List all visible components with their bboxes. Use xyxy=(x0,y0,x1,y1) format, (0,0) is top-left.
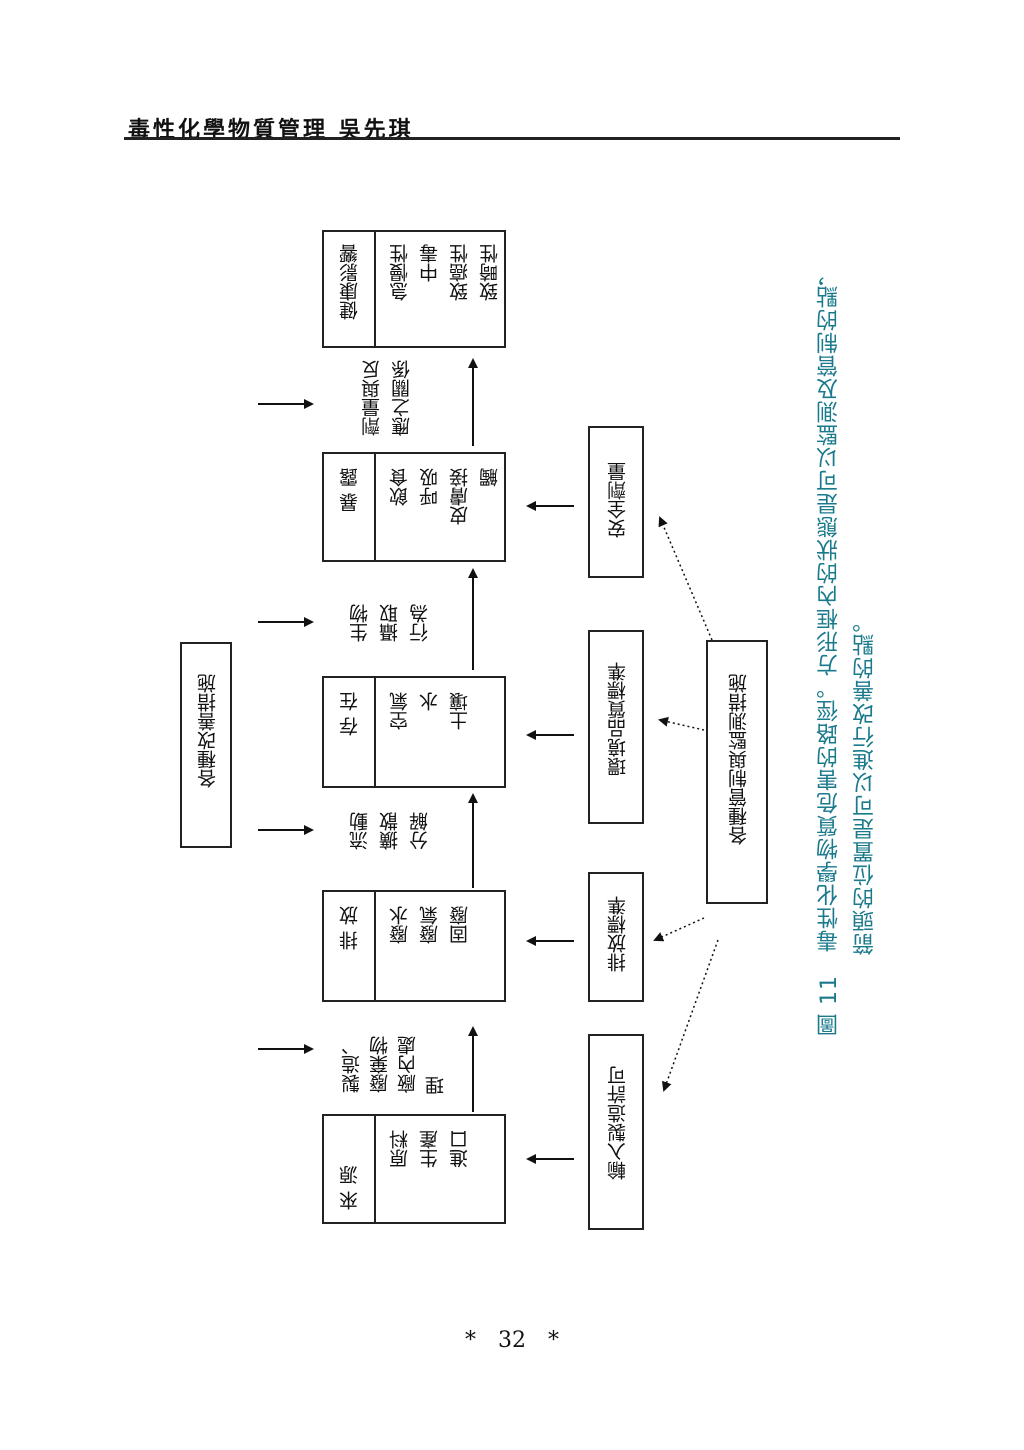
stage-presence-box: 存 在 空氣 水 土壤 xyxy=(322,676,506,788)
dotted-arrow-1 xyxy=(662,939,719,1092)
process-label: 擴散 xyxy=(379,812,401,850)
dotted-arrow-4 xyxy=(658,516,713,641)
process-label: 廠內處 xyxy=(397,1036,419,1093)
process-label: 劑量與反 xyxy=(361,360,383,436)
stage-health-box: 健康影響 急慢性 中毒 致癌性 致畸性 xyxy=(322,230,506,348)
monitoring-measures-box: 各種管制與監測措施 xyxy=(706,640,768,904)
figure-caption-line2: 箭頭的位置是可以進行改善的點。 xyxy=(853,610,878,955)
process-label: 分解 xyxy=(409,812,431,850)
stage-exposure-box: 暴 露 飲食 呼吸 皮膚接 觸 xyxy=(322,452,506,562)
stage-source-box: 來 源 原料 生產 進口 xyxy=(322,1114,506,1224)
stage-title: 存 在 xyxy=(339,692,361,737)
stage-title: 來 源 xyxy=(339,1165,361,1210)
stage-title: 排 放 xyxy=(339,906,361,951)
improvement-measures-box: 各種改善措施 xyxy=(180,642,232,848)
stage-emission-box: 排 放 廢水 廢氣 固廢 xyxy=(322,890,506,1002)
header-rule xyxy=(124,137,900,140)
process-label: 攝取 xyxy=(379,604,401,642)
control-import-permit-box: 輸入製造許可 xyxy=(588,1034,644,1230)
figure-caption-line1: 圖 11 毒性化學物質危害的路徑。方形框內的狀態是可以監測及管制的點， xyxy=(817,262,842,1036)
stage-title: 健康影響 xyxy=(339,244,361,320)
process-label: 製造、 xyxy=(341,1036,363,1093)
control-safe-dose-box: 安全劑量 xyxy=(588,426,644,578)
control-env-quality-box: 環境品質標準 xyxy=(588,630,644,824)
process-label: 應之關係 xyxy=(391,360,413,436)
control-emission-standard-box: 排放標準 xyxy=(588,872,644,1002)
dotted-arrow-2 xyxy=(653,917,705,942)
process-label: 流動 xyxy=(349,812,371,850)
page-number: * 32 * xyxy=(465,1328,559,1353)
process-label: 行為 xyxy=(409,604,431,642)
process-label: 生物 xyxy=(349,604,371,642)
dotted-arrow-3 xyxy=(658,716,705,731)
stage-title: 暴 露 xyxy=(339,468,361,513)
process-label: 廢棄物 xyxy=(369,1036,391,1093)
process-label: 理 xyxy=(425,1076,447,1095)
